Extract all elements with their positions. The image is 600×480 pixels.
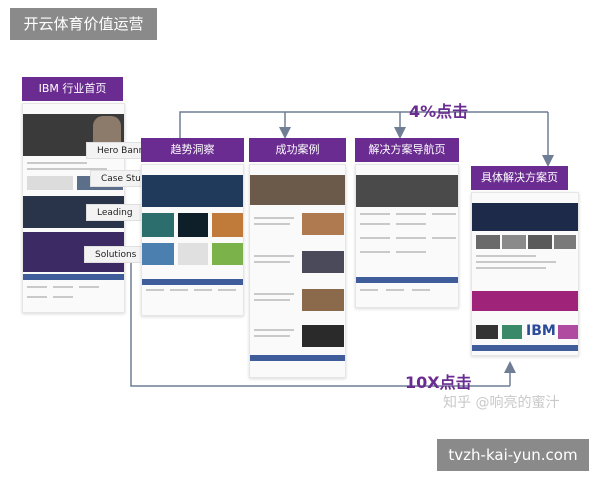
cases-hero (250, 175, 345, 205)
watermark: 知乎 @响亮的蜜汁 (443, 395, 560, 411)
page-cases (249, 164, 346, 378)
page-ibm-home (22, 103, 125, 313)
header-ibm-home: IBM 行业首页 (22, 77, 123, 101)
arrow-top-path (179, 111, 548, 138)
bottom-banner: tvzh-kai-yun.com (437, 439, 589, 471)
callout-solutions: Solutions (84, 246, 156, 263)
trends-hero (142, 175, 243, 207)
four-percent-label: 4%点击 (409, 102, 469, 121)
header-cases: 成功案例 (249, 138, 346, 162)
header-solution-nav: 解决方案导航页 (355, 138, 459, 162)
solution-nav-hero (356, 175, 458, 207)
page-solution: IBM (471, 192, 579, 356)
header-trends: 趋势洞察 (141, 138, 244, 162)
top-banner: 开云体育价值运营 (10, 8, 157, 40)
ten-x-label: 10X点击 (405, 373, 472, 392)
magenta-band (472, 291, 578, 311)
ibm-logo: IBM (526, 323, 556, 339)
eye-image (178, 213, 208, 237)
arrow-bottom-path (130, 262, 510, 387)
page-trends (141, 164, 244, 316)
header-solution-page: 具体解决方案页 (471, 166, 568, 190)
page-solution-nav (355, 164, 459, 308)
solution-hero (472, 203, 578, 231)
